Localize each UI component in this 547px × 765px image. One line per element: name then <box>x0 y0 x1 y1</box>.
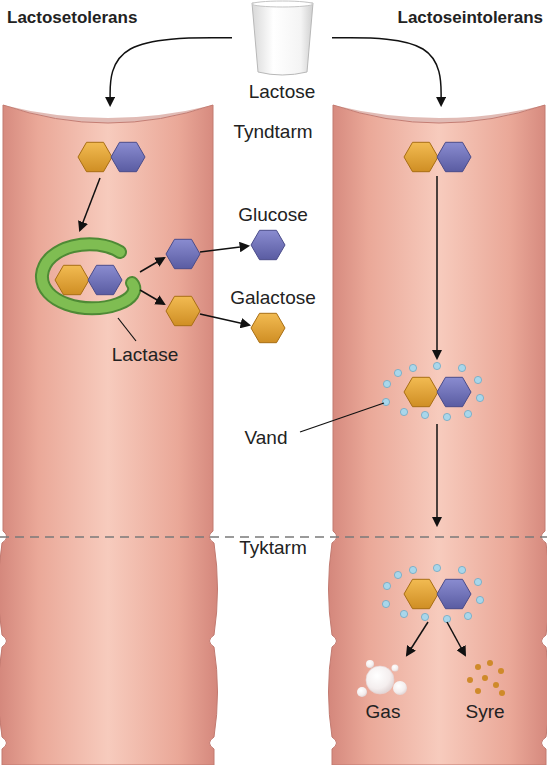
flow-arrow <box>447 622 465 655</box>
gas-bubble <box>366 660 374 668</box>
boundary-line <box>0 536 547 537</box>
galactose-unit <box>78 142 112 171</box>
glucose-unit <box>88 265 122 294</box>
acid-dot <box>482 675 488 681</box>
flow-arrow <box>407 622 428 655</box>
acid-dot <box>475 664 481 670</box>
acid-dot <box>493 682 499 688</box>
glucose-unit <box>251 230 285 259</box>
flow-arrow <box>80 178 100 230</box>
column-heading: Lactoseintolerans <box>333 8 543 28</box>
leader-line <box>118 318 136 341</box>
flow-arrow <box>140 290 164 304</box>
flow-arrow <box>140 258 164 272</box>
acid-dot <box>499 690 505 696</box>
glucose-unit <box>437 377 471 406</box>
galactose-unit <box>404 142 438 171</box>
gas-bubble <box>357 687 367 697</box>
lactase-enzyme-fill <box>42 244 134 308</box>
galactose-unit <box>251 313 285 342</box>
glass-rim <box>252 1 313 7</box>
intestine-tube <box>0 105 218 765</box>
acid-dot <box>498 668 504 674</box>
acid-dots <box>467 660 505 696</box>
flow-arrow <box>436 424 438 525</box>
glucose-unit <box>111 142 145 171</box>
flow-arrow <box>436 176 438 358</box>
leader-line <box>300 403 384 432</box>
source-node: Lactose <box>232 0 332 105</box>
acid-dot <box>487 660 493 666</box>
part-label: Galactose <box>230 287 316 309</box>
node-outline <box>333 105 545 765</box>
lactase-enzyme <box>42 244 134 308</box>
part-label: Glucose <box>238 204 308 226</box>
galactose-unit <box>166 296 200 325</box>
water-molecules <box>382 362 483 420</box>
flow-arrow <box>200 246 248 252</box>
intestine-tube <box>329 105 547 765</box>
acid-dot <box>475 688 481 694</box>
glucose-unit <box>166 239 200 268</box>
part-label: Tyktarm <box>239 537 307 559</box>
intestine-node: Lactosetolerans <box>3 105 213 765</box>
intestine-node: Lactoseintolerans <box>333 105 545 765</box>
flow-connector <box>332 38 441 105</box>
node-label: Lactose <box>232 81 332 103</box>
part-label: Vand <box>245 427 288 449</box>
galactose-unit <box>55 265 89 294</box>
galactose-unit <box>404 579 438 608</box>
galactose-unit <box>404 377 438 406</box>
flow-arrow <box>200 314 249 325</box>
flow-connector <box>110 38 232 105</box>
column-heading: Lactosetolerans <box>7 8 207 28</box>
milk-glass <box>252 3 313 75</box>
node-outline <box>3 105 213 765</box>
glucose-unit <box>437 142 471 171</box>
water-molecules <box>382 564 483 622</box>
gas-bubble <box>393 681 407 695</box>
acid-dot <box>467 677 473 683</box>
glucose-unit <box>437 579 471 608</box>
part-label: Tyndtarm <box>233 121 312 143</box>
gas-bubble <box>392 665 399 672</box>
tube-opening <box>333 105 545 123</box>
tube-opening <box>3 105 213 123</box>
gas-bubbles <box>357 660 407 697</box>
gas-bubble <box>366 666 394 694</box>
